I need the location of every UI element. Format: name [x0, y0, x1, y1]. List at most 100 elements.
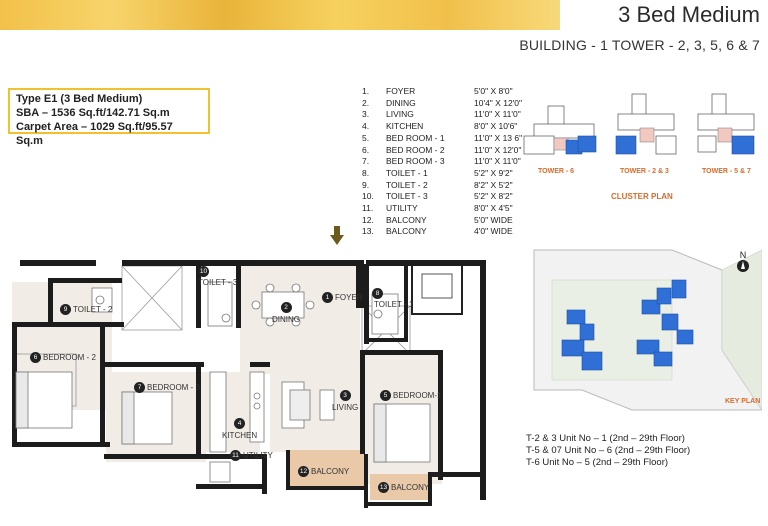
plan-badge-4: 4 [234, 418, 246, 429]
plan-badge-6: 6 [30, 352, 41, 363]
room-dimension: 8'2" X 5'2" [474, 179, 513, 190]
room-dimension: 5'0" X 8'0" [474, 86, 513, 96]
room-name: KITCHEN [386, 121, 424, 132]
room-number: 9. [362, 179, 370, 190]
plan-name-kitchen: KITCHEN [222, 431, 258, 440]
room-number: 8. [362, 167, 370, 178]
room-dimension: 4'0" WIDE [474, 226, 513, 237]
room-name: UTILITY [386, 203, 418, 214]
key-plan-label: KEY PLAN [725, 398, 761, 405]
room-number: 11. [362, 203, 374, 214]
room-dimension: 11'0" X 13 6" [474, 132, 523, 143]
room-number: 3. [362, 109, 370, 120]
room-name: BALCONY [386, 214, 427, 225]
plan-badge-11: 11 [230, 450, 241, 461]
page-title: 3 Bed Medium [618, 2, 760, 27]
north-arrow: N [736, 250, 750, 272]
cluster-tower-6-label: TOWER - 6 [538, 168, 575, 175]
plan-name-toilet-2: TOILET - 2 [73, 305, 113, 314]
room-number: 6. [362, 144, 370, 155]
room-schedule-row: 12. BALCONY 5'0" WIDE [362, 215, 554, 227]
plan-label-toilet-1: 8 [372, 288, 383, 299]
plan-badge-7: 7 [134, 382, 145, 393]
unit-note: T-6 Unit No – 5 (2nd – 29th Floor) [526, 457, 669, 468]
key-plan: N [522, 240, 763, 420]
plan-label-toilet-3: 10 [198, 266, 209, 277]
unit-notes: T-2 & 3 Unit No – 1 (2nd – 29th Floor)T-… [526, 433, 690, 469]
floor-plan: 9 TOILET - 2 10 TOILET - 3 1 FOYER 2 DIN… [0, 222, 500, 521]
plan-name-toilet-3-wrap: TOILET - 3 [198, 278, 237, 287]
plan-name-balcony-13: BALCONY [391, 483, 430, 492]
unit-type-name: Type E1 (3 Bed Medium) [16, 93, 143, 105]
north-label: N [739, 250, 747, 260]
plan-label-toilet-2: 9 TOILET - 2 [60, 304, 112, 315]
room-number: 4. [362, 121, 370, 132]
key-plan-drawing [533, 249, 763, 411]
plan-name-bed-3: BEDROOM - 3 [147, 383, 200, 392]
plan-name-toilet-1-wrap: TOILET - 1 [374, 300, 413, 309]
room-dimension: 8'0" X 4'5" [474, 203, 513, 214]
plan-label-foyer: 1 FOYER [322, 292, 363, 303]
room-schedule-row: 8. TOILET - 1 5'2" X 9'2" [362, 168, 554, 180]
cluster-tower-2-3 [615, 93, 677, 155]
plan-name-living: LIVING [332, 403, 359, 412]
plan-label-utility: 11 UTILITY [230, 450, 273, 461]
room-number: 12. [362, 214, 374, 225]
header-banner: 3 Bed Medium [0, 0, 768, 30]
unit-note: T-5 & 07 Unit No – 6 (2nd – 29th Floor) [526, 445, 691, 456]
room-name: BALCONY [386, 226, 427, 237]
room-number: 7. [362, 156, 370, 167]
room-number: 10. [362, 191, 374, 202]
plan-name-balcony-12: BALCONY [311, 467, 350, 476]
plan-name-toilet-3: TOILET - 3 [198, 278, 238, 287]
room-number: 2. [362, 97, 370, 108]
plan-label-dining: 2 DINING [272, 302, 300, 324]
entry-arrow-icon [330, 226, 344, 245]
plan-label-balcony-13: 13 BALCONY [378, 482, 429, 493]
room-number: 1. [362, 86, 370, 96]
plan-label-bed-1: 5 BEDROOM-1 [380, 390, 441, 401]
room-dimension: 10'4" X 12'0" [474, 97, 523, 108]
plan-badge-9: 9 [60, 304, 71, 315]
north-arrow-icon [737, 260, 749, 272]
room-schedule-row: 1. FOYER 5'0" X 8'0" [362, 86, 554, 98]
room-name: BED ROOM - 1 [386, 132, 445, 143]
cluster-tower-6 [523, 105, 597, 155]
room-number: 13. [362, 226, 374, 237]
room-dimension: 11'0" X 12'0" [474, 144, 522, 155]
plan-badge-2: 2 [280, 302, 292, 313]
room-schedule-row: 13. BALCONY 4'0" WIDE [362, 226, 554, 238]
cluster-tower-2-3-label: TOWER - 2 & 3 [620, 168, 669, 175]
room-dimension: 5'2" X 9'2" [474, 167, 513, 178]
room-dimension: 5'0" WIDE [474, 214, 513, 225]
floor-plan-drawing [12, 260, 486, 508]
plan-badge-13: 13 [378, 482, 389, 493]
plan-label-bed-2: 6 BEDROOM - 2 [30, 352, 96, 363]
plan-name-foyer: FOYER [335, 293, 363, 302]
plan-label-balcony-12: 12 BALCONY [298, 466, 349, 477]
plan-badge-12: 12 [298, 466, 309, 477]
room-name: LIVING [386, 109, 414, 120]
cluster-tower-5-7 [697, 93, 755, 155]
room-name: FOYER [386, 86, 416, 96]
room-dimension: 5'2" X 8'2" [474, 191, 513, 202]
building-subtitle: BUILDING - 1 TOWER - 2, 3, 5, 6 & 7 [519, 37, 760, 53]
plan-badge-8: 8 [372, 288, 383, 299]
room-name: TOILET - 2 [386, 179, 428, 190]
room-name: TOILET - 1 [386, 167, 428, 178]
room-name: BED ROOM - 2 [386, 144, 445, 155]
room-dimension: 11'0" X 11'0" [474, 109, 521, 120]
plan-name-bed-1: BEDROOM-1 [393, 391, 442, 400]
plan-name-utility: UTILITY [243, 451, 273, 460]
room-schedule-row: 6. BED ROOM - 2 11'0" X 12'0" [362, 145, 554, 157]
room-schedule-list: 1. FOYER 5'0" X 8'0" 2. DINING 10'4" X 12'0" 3… [362, 86, 554, 238]
plan-badge-3: 3 [339, 390, 351, 401]
plan-badge-1: 1 [322, 292, 333, 303]
plan-badge-5: 5 [380, 390, 391, 401]
room-name: DINING [386, 97, 416, 108]
plan-badge-10: 10 [198, 266, 209, 277]
plan-label-kitchen: 4 KITCHEN [222, 418, 257, 440]
